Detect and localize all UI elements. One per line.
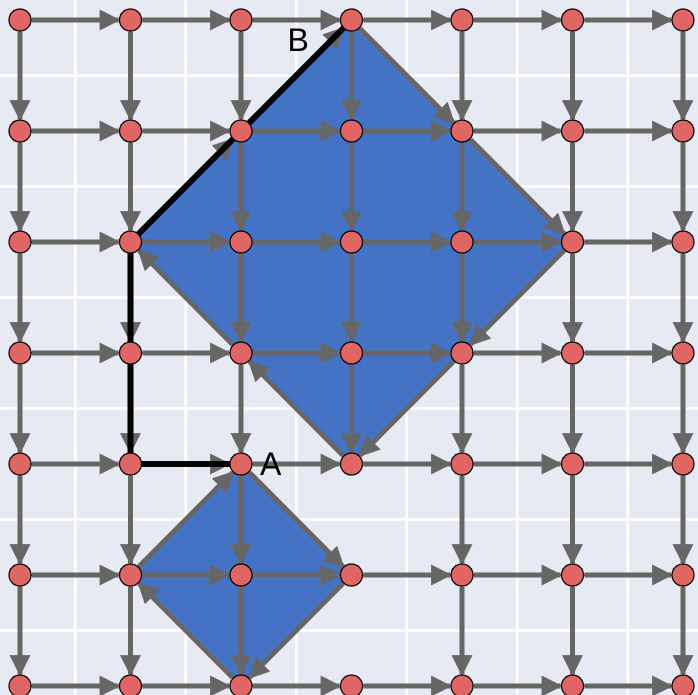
node	[671, 341, 695, 365]
edge-diagonal	[247, 562, 364, 680]
node	[450, 452, 474, 476]
node	[8, 119, 32, 143]
node	[339, 674, 364, 695]
node	[229, 563, 253, 587]
node	[450, 563, 474, 587]
edge-diagonal	[468, 229, 585, 347]
node	[450, 230, 474, 254]
node	[671, 8, 695, 32]
node	[339, 452, 364, 476]
node	[8, 452, 32, 476]
node	[450, 674, 474, 695]
node	[671, 119, 695, 143]
node	[118, 341, 143, 365]
node	[339, 8, 364, 32]
node	[118, 230, 143, 254]
node	[450, 119, 474, 143]
edge-diagonal	[339, 7, 456, 125]
node	[229, 119, 253, 143]
node	[450, 8, 474, 32]
label-b: B	[288, 22, 309, 58]
node	[118, 563, 143, 587]
node	[339, 563, 364, 587]
node	[8, 230, 32, 254]
node	[229, 8, 253, 32]
node	[8, 563, 32, 587]
node	[560, 674, 585, 695]
node	[8, 341, 32, 365]
node	[118, 452, 143, 476]
node	[118, 119, 143, 143]
node	[229, 674, 253, 695]
edge-diagonal	[358, 340, 475, 458]
nodes	[8, 8, 695, 695]
node	[671, 563, 695, 587]
edge-diagonal	[118, 470, 235, 588]
node	[560, 8, 585, 32]
node	[450, 341, 474, 365]
edge-diagonal	[247, 359, 364, 477]
edge-diagonal	[137, 581, 254, 695]
edge-diagonal	[137, 248, 254, 366]
edges	[9, 7, 694, 695]
node	[671, 452, 695, 476]
node	[671, 230, 695, 254]
node	[560, 119, 585, 143]
node	[560, 230, 585, 254]
node	[229, 341, 253, 365]
node	[8, 8, 32, 32]
node	[8, 674, 32, 695]
node	[671, 674, 695, 695]
node	[229, 452, 253, 476]
label-a: A	[260, 446, 282, 482]
node	[229, 230, 253, 254]
node	[118, 674, 143, 695]
edge-diagonal	[449, 118, 566, 236]
node	[339, 119, 364, 143]
node	[560, 341, 585, 365]
node	[560, 563, 585, 587]
node	[118, 8, 143, 32]
node	[339, 230, 364, 254]
node	[560, 452, 585, 476]
node	[339, 341, 364, 365]
edge-diagonal	[228, 451, 345, 569]
